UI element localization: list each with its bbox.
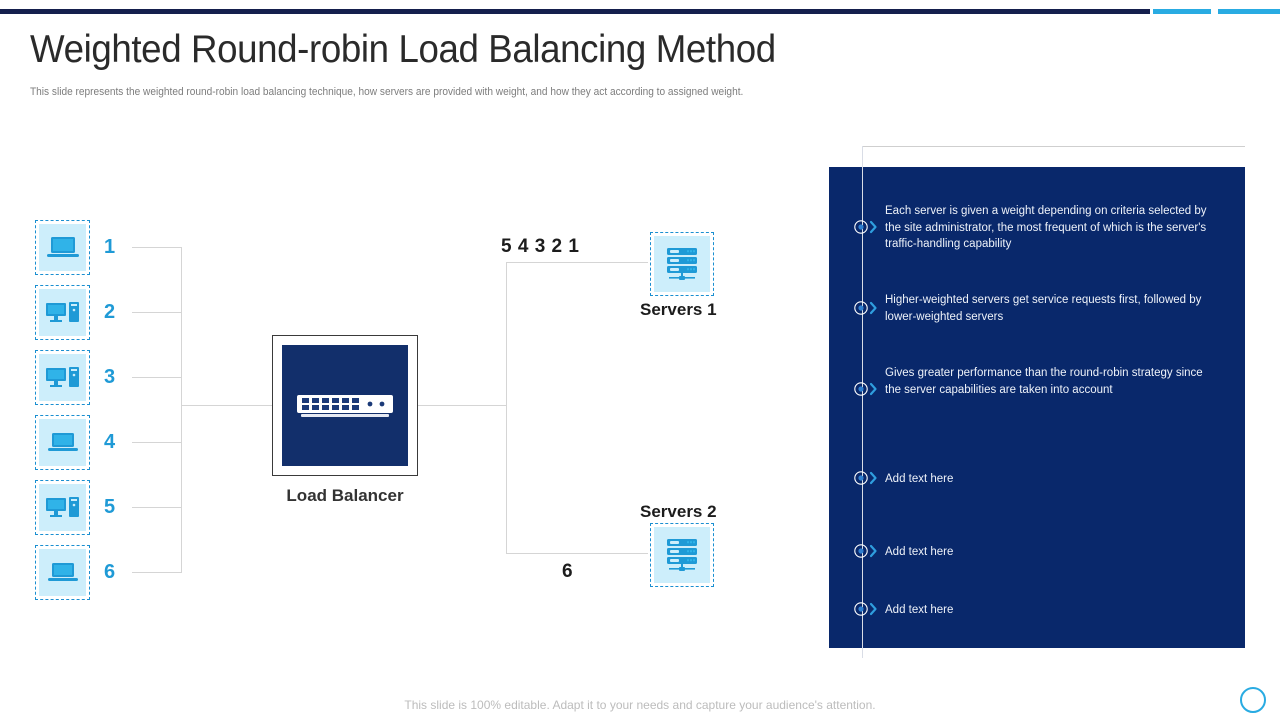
desktop-computer-icon — [39, 484, 86, 531]
bullet-text-2: Higher-weighted servers get service requ… — [885, 294, 1202, 323]
bullet-text-3: Gives greater performance than the round… — [885, 367, 1203, 396]
client-device-6[interactable] — [35, 545, 90, 600]
laptop-icon — [39, 224, 86, 271]
server-group-2-label: Servers 2 — [640, 502, 717, 521]
panel-timeline-rule — [862, 146, 863, 658]
connector-client-bus — [181, 247, 182, 573]
laptop-icon — [39, 549, 86, 596]
panel-top-rule — [862, 146, 1245, 147]
bullet-marker-icon-1 — [852, 219, 880, 235]
client-weight-4: 4 — [104, 431, 116, 453]
connector-bus-to-balancer — [181, 405, 273, 406]
client-device-3[interactable] — [35, 350, 90, 405]
client-weight-3: 3 — [104, 366, 116, 388]
server-rack-icon — [654, 236, 710, 292]
load-balancer-label: Load Balancer — [286, 486, 404, 505]
connector-server-2 — [506, 553, 648, 554]
connector-server-bus — [506, 262, 507, 554]
bullet-marker-icon-4 — [852, 470, 880, 486]
connector-client-4 — [132, 442, 181, 443]
bullet-marker-icon-3 — [852, 381, 880, 397]
weights-bottom-label: 6 — [562, 561, 574, 582]
connector-balancer-to-server-bus — [418, 405, 506, 406]
load-balancer-box[interactable] — [272, 335, 418, 476]
client-weight-5: 5 — [104, 496, 116, 518]
topbar-accent-segment-2 — [1218, 9, 1280, 14]
network-switch-icon — [282, 345, 408, 466]
desktop-computer-icon — [39, 354, 86, 401]
connector-server-1 — [506, 262, 648, 263]
topbar-accent-segment-1 — [1153, 9, 1211, 14]
client-device-1[interactable] — [35, 220, 90, 275]
server-rack-icon — [654, 527, 710, 583]
page-title: Weighted Round-robin Load Balancing Meth… — [30, 28, 776, 71]
client-weight-2: 2 — [104, 301, 116, 323]
bullet-text-5[interactable]: Add text here — [885, 546, 954, 558]
connector-client-2 — [132, 312, 181, 313]
server-group-2[interactable] — [650, 523, 714, 587]
client-weight-1: 1 — [104, 236, 116, 258]
weights-top-label: 5 4 3 2 1 — [501, 236, 580, 257]
laptop-icon — [39, 419, 86, 466]
desktop-computer-icon — [39, 289, 86, 336]
top-accent-bar — [0, 9, 1280, 14]
brand-ring-logo-icon — [1240, 687, 1266, 713]
bullet-marker-icon-2 — [852, 300, 880, 316]
page-subtitle: This slide represents the weighted round… — [30, 86, 744, 98]
bullet-text-4[interactable]: Add text here — [885, 473, 954, 485]
server-group-1-label: Servers 1 — [640, 300, 717, 319]
bullet-marker-icon-6 — [852, 601, 880, 617]
connector-client-3 — [132, 377, 181, 378]
client-device-5[interactable] — [35, 480, 90, 535]
footer-note: This slide is 100% editable. Adapt it to… — [404, 698, 876, 712]
bullet-text-1: Each server is given a weight depending … — [885, 205, 1207, 250]
client-device-4[interactable] — [35, 415, 90, 470]
client-device-2[interactable] — [35, 285, 90, 340]
connector-client-5 — [132, 507, 181, 508]
topbar-navy-segment — [0, 9, 1150, 14]
connector-client-1 — [132, 247, 181, 248]
server-group-1[interactable] — [650, 232, 714, 296]
bullet-marker-icon-5 — [852, 543, 880, 559]
client-weight-6: 6 — [104, 561, 116, 583]
bullet-text-6[interactable]: Add text here — [885, 604, 954, 616]
connector-client-6 — [132, 572, 181, 573]
info-panel — [829, 167, 1245, 648]
